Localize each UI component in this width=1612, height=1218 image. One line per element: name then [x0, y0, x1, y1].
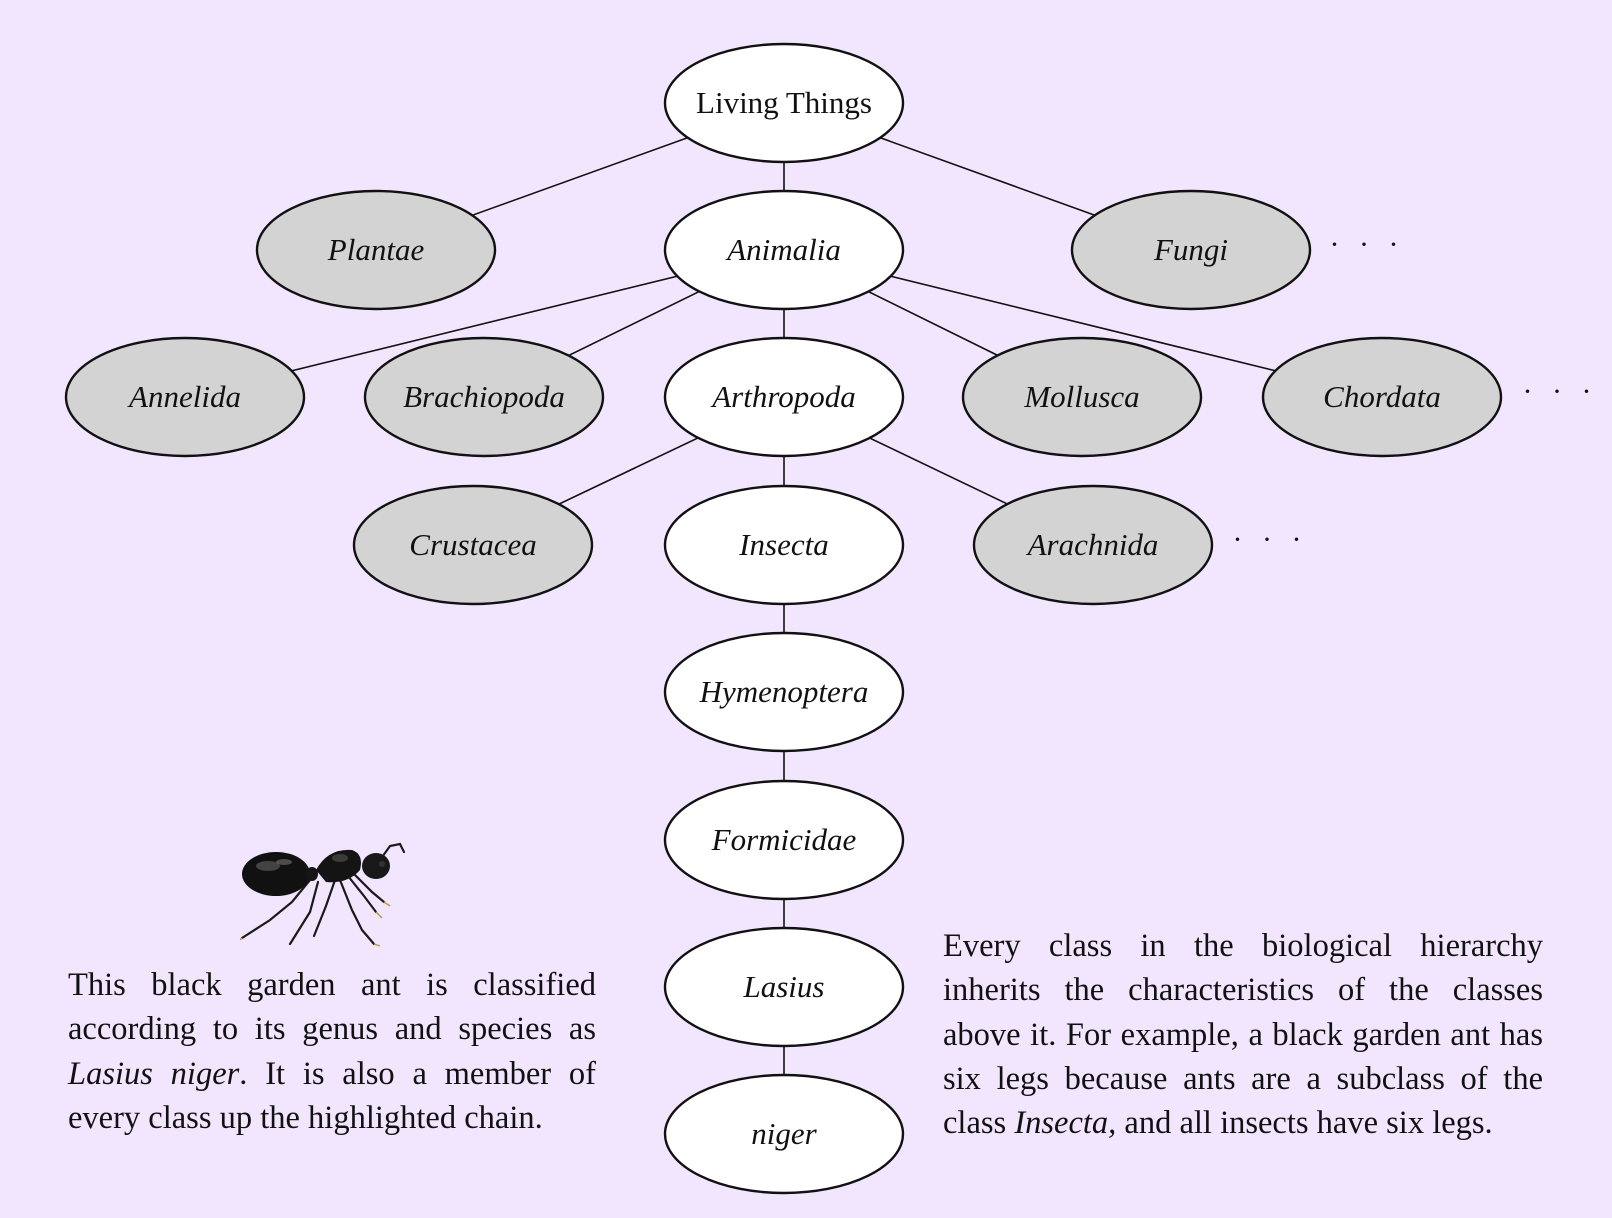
- node-hymenoptera: Hymenoptera: [663, 631, 905, 753]
- node-insecta: Insecta: [663, 484, 905, 606]
- class-name: Insecta,: [1014, 1105, 1117, 1142]
- node-label-brachiopoda: Brachiopoda: [403, 379, 565, 414]
- node-label-annelida: Annelida: [127, 379, 241, 414]
- node-label-animalia: Animalia: [725, 232, 841, 267]
- node-plantae: Plantae: [255, 189, 497, 311]
- node-label-plantae: Plantae: [327, 232, 425, 267]
- node-label-insecta: Insecta: [738, 527, 829, 562]
- node-ellipse-animalia: [663, 189, 905, 311]
- node-living: Living Things: [663, 42, 905, 164]
- node-ellipse-insecta: [663, 484, 905, 606]
- caption-right-text: Every class in the biological hierarchy …: [943, 928, 1543, 1142]
- ellipsis-after-chordata: · · ·: [1523, 375, 1598, 408]
- caption-right: Every class in the biological hierarchy …: [943, 924, 1543, 1145]
- node-label-lasius: Lasius: [743, 969, 825, 1004]
- node-annelida: Annelida: [64, 336, 306, 458]
- node-ellipse-annelida: [64, 336, 306, 458]
- node-label-living: Living Things: [696, 85, 872, 120]
- species-name: Lasius niger: [68, 1055, 240, 1092]
- node-ellipse-living: [663, 42, 905, 164]
- node-label-hymenoptera: Hymenoptera: [699, 674, 869, 709]
- ant-image: [240, 842, 406, 947]
- node-brachiopoda: Brachiopoda: [363, 336, 605, 458]
- node-ellipse-lasius: [663, 926, 905, 1048]
- node-crustacea: Crustacea: [352, 484, 594, 606]
- node-ellipse-formicidae: [663, 779, 905, 901]
- ellipsis-after-fungi: · · ·: [1330, 228, 1405, 261]
- node-ellipse-crustacea: [352, 484, 594, 606]
- ellipsis-after-arachnida: · · ·: [1233, 523, 1308, 556]
- node-label-fungi: Fungi: [1153, 232, 1228, 267]
- node-formicidae: Formicidae: [663, 779, 905, 901]
- node-fungi: Fungi: [1070, 189, 1312, 311]
- node-arthropoda: Arthropoda: [663, 336, 905, 458]
- node-label-formicidae: Formicidae: [711, 822, 857, 857]
- caption-left-text: This black garden ant is classified acco…: [68, 967, 596, 1048]
- node-ellipse-niger: [663, 1073, 905, 1195]
- node-label-chordata: Chordata: [1323, 379, 1441, 414]
- caption-left-text-end: . It is also a member of every class up …: [68, 1055, 596, 1136]
- node-ellipse-mollusca: [961, 336, 1203, 458]
- node-chordata: Chordata: [1261, 336, 1503, 458]
- node-mollusca: Mollusca: [961, 336, 1203, 458]
- caption-right-text-end: and all insects have six legs.: [1116, 1105, 1493, 1142]
- node-ellipse-hymenoptera: [663, 631, 905, 753]
- node-lasius: Lasius: [663, 926, 905, 1048]
- node-ellipse-arachnida: [972, 484, 1214, 606]
- caption-left: This black garden ant is classified acco…: [68, 963, 596, 1140]
- node-ellipse-chordata: [1261, 336, 1503, 458]
- node-label-arthropoda: Arthropoda: [710, 379, 856, 414]
- node-ellipse-fungi: [1070, 189, 1312, 311]
- node-label-crustacea: Crustacea: [409, 527, 536, 562]
- node-animalia: Animalia: [663, 189, 905, 311]
- node-label-arachnida: Arachnida: [1026, 527, 1159, 562]
- node-niger: niger: [663, 1073, 905, 1195]
- node-arachnida: Arachnida: [972, 484, 1214, 606]
- node-ellipse-plantae: [255, 189, 497, 311]
- node-ellipse-brachiopoda: [363, 336, 605, 458]
- node-label-niger: niger: [751, 1116, 817, 1151]
- node-ellipse-arthropoda: [663, 336, 905, 458]
- node-label-mollusca: Mollusca: [1023, 379, 1139, 414]
